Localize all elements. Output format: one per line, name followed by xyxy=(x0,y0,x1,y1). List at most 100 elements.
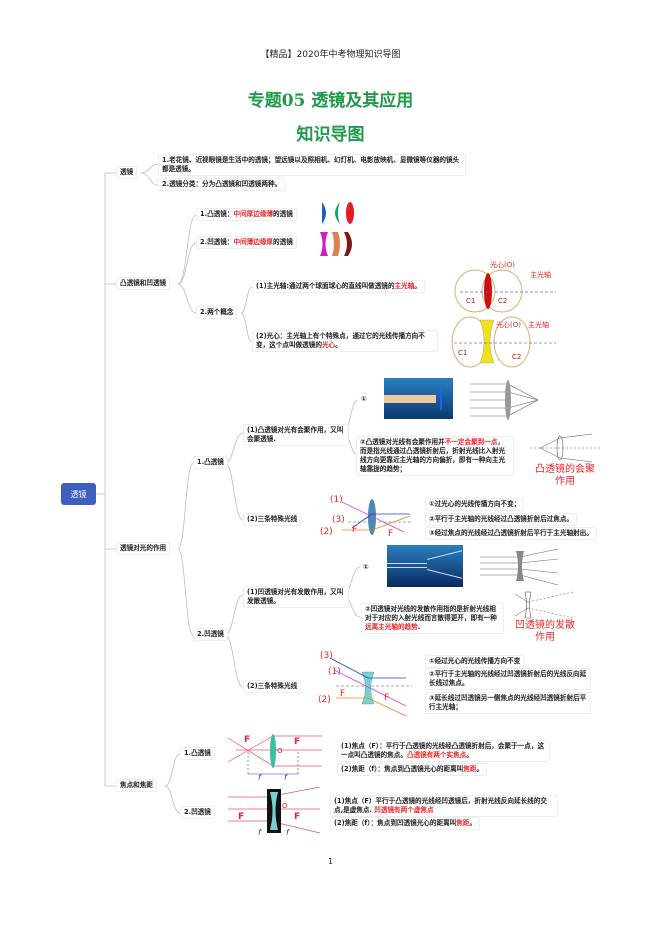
connector-line xyxy=(224,462,244,521)
concave-trend-diagram xyxy=(515,591,574,619)
concave-lens-icon xyxy=(320,232,328,256)
node-effect[interactable]: 透镜对光的作用 xyxy=(116,542,171,555)
node-convex-def[interactable]: 1.凸透镜：中间厚边缘薄的透镜 xyxy=(196,208,297,221)
concave-ray-3[interactable]: ③延长线过凹透镜另一侧焦点的光线经凹透镜折射后平行主光轴； xyxy=(425,692,591,714)
node-lens[interactable]: 透镜 xyxy=(116,166,138,179)
page-header: 【精品】2020年中考物理知识导图 xyxy=(260,50,401,60)
concave-ray-1[interactable]: ①经过光心的光线传播方向不变 xyxy=(425,655,525,668)
convex-lens-icon xyxy=(335,202,340,224)
connector-line xyxy=(240,312,253,343)
connector-line xyxy=(177,283,197,314)
convex-caption: 凸透镜的会聚作用 xyxy=(535,464,595,487)
svg-text:F: F xyxy=(340,689,345,699)
node-concave-def[interactable]: 2.凹透镜：中间薄边缘厚的透镜 xyxy=(196,236,297,249)
concave-diverge-diagram xyxy=(480,548,559,586)
svg-text:F: F xyxy=(384,693,389,703)
node-types[interactable]: 凸透镜和凹透镜 xyxy=(116,277,171,290)
convex-ray-1[interactable]: ①过光心的光线传播方向不变； xyxy=(425,498,525,511)
svg-text:C1: C1 xyxy=(458,349,467,357)
connector-line xyxy=(177,214,197,285)
concave-lens-icon xyxy=(332,232,340,256)
svg-text:f: f xyxy=(286,828,290,837)
concave-focal-length[interactable]: (2)焦距（f）：焦点到凹透镜光心的距离叫焦距。 xyxy=(330,817,481,830)
concave-caption: 凹透镜的发散作用 xyxy=(515,620,575,643)
convex-converge-diagram xyxy=(470,380,539,420)
svg-text:F: F xyxy=(244,735,250,745)
node-convex-rays[interactable]: (2)三条特殊光线 xyxy=(243,513,302,526)
node-concave-n1[interactable]: ① xyxy=(360,562,372,573)
connector-line xyxy=(177,242,197,285)
node-focus-concave[interactable]: 2.凹透镜 xyxy=(180,806,215,819)
node-convex-n1[interactable]: ① xyxy=(358,394,370,405)
convex-lens-icon xyxy=(346,202,354,224)
node-lens-item-1[interactable]: 1.老花镜、近视眼镜是生活中的透镜；望远镜以及照相机、幻灯机、电影放映机、显微镜… xyxy=(158,154,466,176)
convex-lens-icon xyxy=(322,202,326,224)
connector-line xyxy=(164,785,181,814)
svg-text:光心(O): 光心(O) xyxy=(496,320,521,329)
convex-focal-length[interactable]: (2)焦距（f）：焦点到凸透镜光心的距离叫焦距。 xyxy=(337,763,488,776)
concave-photo-figure xyxy=(387,545,463,587)
concave-focus-diagram: F F O f f xyxy=(228,787,321,837)
svg-text:f: f xyxy=(284,773,288,780)
page-number: 1 xyxy=(327,857,334,866)
svg-text:F: F xyxy=(294,812,300,822)
svg-text:C2: C2 xyxy=(512,353,521,361)
node-lens-item-2[interactable]: 2.透镜分类：分为凸透镜和凹透镜两种。 xyxy=(158,178,286,191)
svg-text:F: F xyxy=(388,529,393,536)
node-concave-n2[interactable]: ②凹透镜对光线的发散作用指的是折射光线相对于对应的入射光线而言散得更开，即有一种… xyxy=(361,603,504,634)
svg-text:f: f xyxy=(258,773,262,780)
convex-ray-3[interactable]: ③经过焦点的光线经过凸透镜折射后平行于主光轴射出。 xyxy=(425,527,597,540)
svg-text:F: F xyxy=(352,525,357,535)
node-convex-n2[interactable]: ②凸透镜对光线有会聚作用并不一定会聚到一点，而是指光线通过凸透镜折射后，折射光线… xyxy=(356,436,514,476)
node-effect-concave[interactable]: 2.凹透镜 xyxy=(193,628,228,641)
svg-text:F: F xyxy=(294,737,300,747)
connector-line xyxy=(224,634,244,688)
connector-line xyxy=(177,462,194,550)
connector-line xyxy=(96,173,106,786)
node-optical-center[interactable]: (2)光心：主光轴上有个特殊点，通过它的光线传播方向不变，这个点叫做透镜的光心。 xyxy=(252,330,438,352)
node-two-concepts[interactable]: 2.两个概念 xyxy=(196,306,238,319)
svg-text:(1): (1) xyxy=(328,667,341,677)
lens-shapes-figure xyxy=(320,202,354,256)
connector-line xyxy=(240,286,253,314)
connector-line xyxy=(140,172,159,186)
concave-focal-point[interactable]: (1)焦点（F）平行于凸透镜的光线经凹透镜后，折射光线反向延长线的交点,是虚焦点… xyxy=(330,795,558,817)
node-focus[interactable]: 焦点和焦距 xyxy=(116,779,157,792)
svg-text:O: O xyxy=(277,747,283,755)
convex-rays-diagram: (1) (3) (2) F F xyxy=(320,495,413,536)
node-diverge[interactable]: (1)凹透镜对光有发散作用，又叫发散透镜。 xyxy=(243,586,349,608)
convex-focal-point[interactable]: (1)焦点（F）：平行于凸透镜的光线经凸透镜折射后，会聚于一点，这一点叫凸透镜的… xyxy=(337,740,550,762)
concave-ray-2[interactable]: ②平行于主光轴的光线经过凹透镜折射后的光线反向延长线过焦点。 xyxy=(425,668,591,690)
node-converge[interactable]: (1)凸透镜对光有会聚作用，又叫会聚透镜. xyxy=(243,424,349,446)
svg-text:C1: C1 xyxy=(466,297,475,305)
label-axis: 主光轴 xyxy=(530,270,551,279)
node-concave-rays[interactable]: (2)三条特殊光线 xyxy=(243,680,302,693)
svg-text:(2): (2) xyxy=(320,527,333,536)
convex-focus-diagram: F F O f f xyxy=(228,734,322,780)
svg-text:O: O xyxy=(282,802,288,810)
convex-trend-diagram xyxy=(530,433,600,463)
concave-rays-diagram: (3) (1) (2) F F xyxy=(318,651,412,717)
node-principal-axis[interactable]: (1)主光轴:通过两个球面球心的直线叫做透镜的主光轴。 xyxy=(252,280,425,293)
concave-lens-icon xyxy=(344,232,352,256)
svg-text:F: F xyxy=(238,812,244,822)
label-optical-center: 光心(O) xyxy=(490,260,515,269)
svg-text:f: f xyxy=(258,828,262,837)
connector-line xyxy=(140,163,159,174)
node-focus-convex[interactable]: 1.凸透镜 xyxy=(180,747,215,760)
connector-line xyxy=(164,753,181,787)
svg-text:(2): (2) xyxy=(318,695,331,705)
principal-axis-figure: 光心(O) 主光轴 C1 C2 光心(O) 主光轴 C1 C2 xyxy=(451,260,556,368)
node-effect-convex[interactable]: 1.凸透镜 xyxy=(193,456,228,469)
convex-photo-figure xyxy=(384,378,453,419)
page-subtitle: 知识导图 xyxy=(296,125,365,145)
svg-text:(3): (3) xyxy=(320,651,333,661)
svg-text:(3): (3) xyxy=(332,515,345,525)
convex-ray-2[interactable]: ②平行于主光轴的光线经过凸透镜折射后过焦点。 xyxy=(425,513,578,526)
page-title: 专题05 透镜及其应用 xyxy=(247,91,414,111)
svg-text:(1): (1) xyxy=(330,495,343,505)
root-node[interactable]: 透镜 xyxy=(61,483,96,505)
connector-line xyxy=(177,548,194,636)
svg-text:主光轴: 主光轴 xyxy=(528,320,549,329)
svg-text:C2: C2 xyxy=(498,297,507,305)
